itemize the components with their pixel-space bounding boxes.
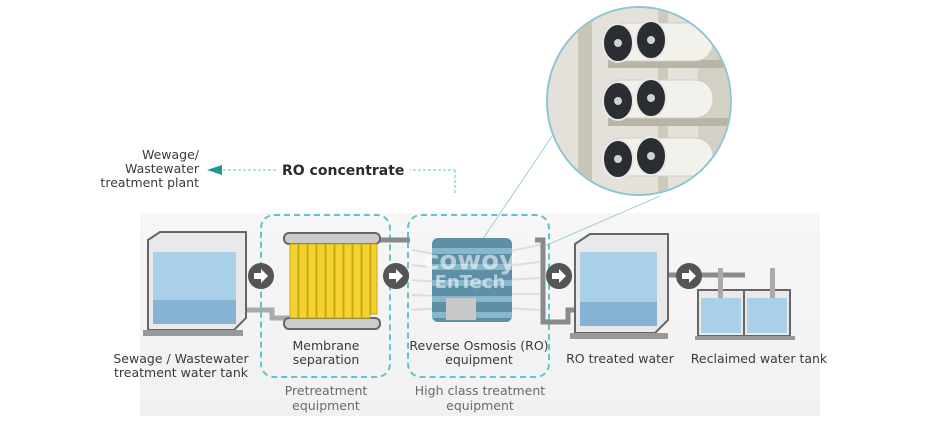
flow-arrow-icon — [383, 263, 409, 289]
group-label-line: equipment — [446, 398, 514, 413]
arrow-left-icon — [207, 165, 222, 175]
stage-label-line: treatment water tank — [114, 365, 248, 380]
group-label-line: High class treatment — [414, 383, 546, 398]
pipes — [240, 237, 745, 325]
stage-label-line: Sewage / Wastewater — [113, 351, 249, 366]
destination-line-3: treatment plant — [100, 175, 199, 190]
stage-label-ro-treated: RO treated water — [560, 352, 680, 366]
stage-label-ro: Reverse Osmosis (RO) equipment — [407, 339, 551, 367]
pretreatment-group-box — [260, 214, 391, 378]
group-label-line: Pretreatment — [284, 383, 368, 398]
zoom-line-left — [469, 119, 564, 259]
flow-arrow-icon — [546, 263, 572, 289]
group-label-line: equipment — [292, 398, 360, 413]
flow-arrow-icon — [248, 263, 274, 289]
zoom-line-right — [539, 195, 661, 249]
stage-label-line: RO treated water — [566, 351, 674, 366]
ro-equipment-icon — [411, 238, 541, 322]
stage-label-line: Reclaimed water tank — [690, 351, 828, 366]
destination-label: Wewage/ Wastewater treatment plant — [96, 148, 199, 190]
stage-label-line: separation — [292, 352, 360, 367]
membrane-module-icon — [283, 232, 381, 330]
group-label-high-class: High class treatment equipment — [405, 383, 555, 413]
flow-arrow-icon — [676, 263, 702, 289]
reclaimed-water-tank-icon — [695, 268, 795, 340]
stage-label-membrane: Membrane separation — [262, 339, 390, 367]
ro-vessels-illustration — [548, 8, 730, 194]
ro-vessels-photo — [546, 6, 732, 196]
ro-concentrate-label: RO concentrate — [276, 160, 411, 179]
high-class-treatment-group-box — [407, 214, 550, 378]
ro-treated-water-tank-icon — [570, 233, 669, 339]
stage-label-line: Reverse Osmosis (RO) — [409, 338, 549, 353]
stage-label-reclaimed: Reclaimed water tank — [688, 352, 830, 366]
ro-concentrate-text: RO concentrate — [276, 163, 411, 179]
stage-label-line: equipment — [445, 352, 513, 367]
group-label-pretreatment: Pretreatment equipment — [262, 383, 390, 413]
destination-line-2: Wastewater — [125, 161, 199, 176]
sewage-tank-icon — [143, 231, 247, 336]
stage-label-line: Membrane — [292, 338, 360, 353]
stage-label-sewage-tank: Sewage / Wastewater treatment water tank — [108, 352, 254, 380]
destination-line-1: Wewage/ — [141, 147, 199, 162]
